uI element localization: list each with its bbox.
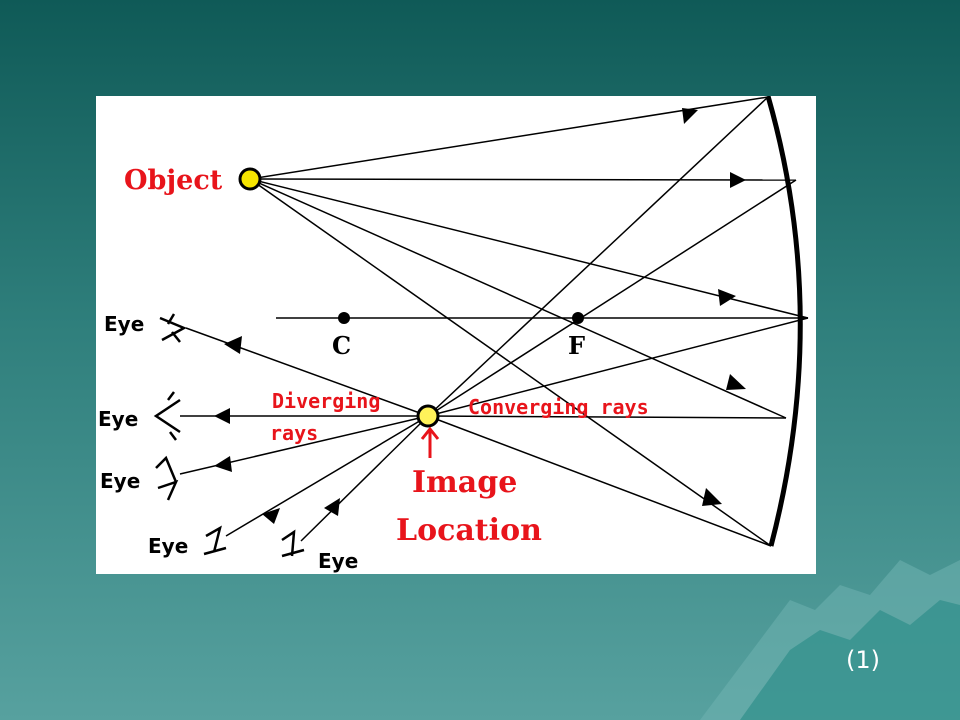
eye-label-1: Eye	[104, 312, 144, 336]
ray-diagram-svg: C F Object Image Location Diverging rays…	[98, 96, 809, 573]
eye-icon	[159, 313, 187, 343]
eye-icon	[155, 455, 179, 501]
diverging-label-line2: rays	[270, 421, 318, 445]
eye-3: Eye	[100, 455, 179, 501]
eye-1: Eye	[104, 312, 187, 343]
center-label: C	[332, 331, 351, 360]
ray-diagram: C F Object Image Location Diverging rays…	[96, 96, 816, 574]
converging-label: Converging rays	[468, 395, 649, 419]
reflected-rays	[427, 96, 809, 547]
focal-point	[572, 312, 584, 324]
incident-ray-arrows	[682, 108, 746, 506]
up-arrow-icon	[420, 426, 440, 458]
image-dot	[416, 404, 440, 428]
center-point	[338, 312, 350, 324]
eye-5: Eye	[281, 529, 358, 573]
diverging-ray-arrows	[214, 336, 340, 524]
eye-2: Eye	[98, 391, 181, 441]
eye-label-5: Eye	[318, 549, 358, 573]
eye-icon	[203, 525, 227, 556]
eye-icon	[281, 529, 305, 558]
eye-label-4: Eye	[148, 534, 188, 558]
slide-number: (1)	[846, 646, 880, 674]
image-label-line1: Image	[412, 465, 517, 500]
diverging-label-line1: Diverging	[272, 389, 380, 413]
object-dot	[238, 167, 262, 191]
eye-4: Eye	[148, 525, 227, 558]
focal-label: F	[568, 331, 585, 360]
eye-label-3: Eye	[100, 469, 140, 493]
image-label-line2: Location	[396, 513, 542, 548]
eye-icon	[153, 391, 181, 441]
object-label: Object	[124, 165, 223, 196]
eye-label-2: Eye	[98, 407, 138, 431]
